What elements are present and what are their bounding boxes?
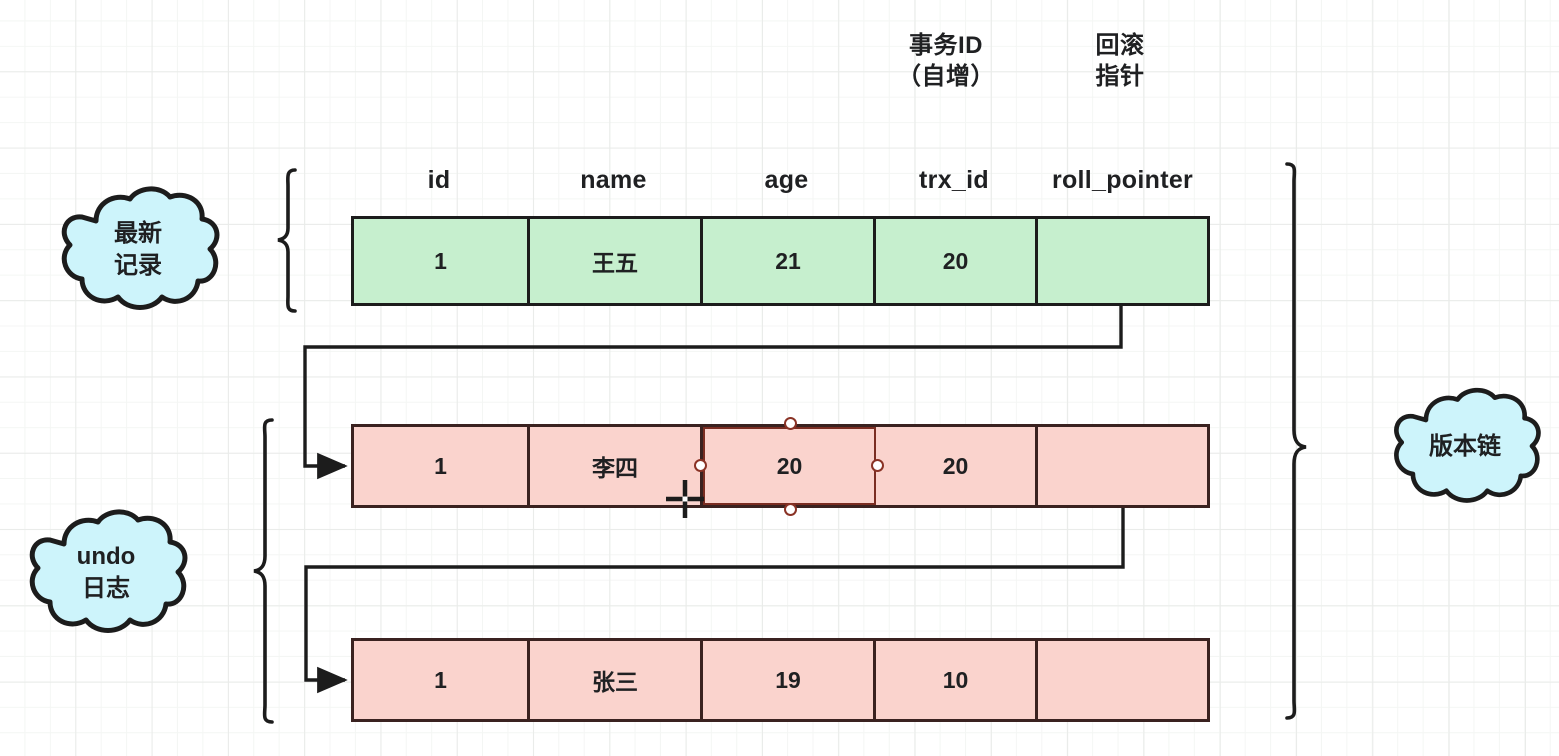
header-trx-id: trx_id <box>919 166 989 194</box>
header-age: age <box>764 166 809 194</box>
crosshair-cursor <box>666 480 704 518</box>
record-row-undo-1[interactable]: 1 李四 20 20 <box>351 424 1210 508</box>
cloud-label: 版本链 <box>1429 433 1501 460</box>
brace-version-chain <box>1285 162 1307 720</box>
cell-age[interactable]: 19 <box>703 641 876 719</box>
cell-id[interactable]: 1 <box>354 641 530 719</box>
cloud-undo-log[interactable]: undo 日志 <box>20 508 192 638</box>
cell-roll-pointer[interactable] <box>1038 641 1207 719</box>
cell-id[interactable]: 1 <box>354 427 530 505</box>
cloud-latest-record[interactable]: 最新 记录 <box>52 185 224 315</box>
selection-handle-top[interactable] <box>784 417 797 430</box>
cloud-shape-icon <box>1394 387 1541 503</box>
cloud-version-chain[interactable]: 版本链 <box>1385 385 1545 509</box>
table-header-row: id name age trx_id roll_pointer <box>351 166 1210 195</box>
cell-name[interactable]: 王五 <box>530 219 703 303</box>
cell-trx-id[interactable]: 20 <box>876 427 1038 505</box>
cloud-label: undo 日志 <box>76 543 136 602</box>
cloud-shape-icon <box>61 186 220 310</box>
header-roll-pointer: roll_pointer <box>1051 166 1194 194</box>
selection-handle-bottom[interactable] <box>784 503 797 516</box>
selection-handle-left[interactable] <box>694 459 707 472</box>
cell-roll-pointer[interactable] <box>1038 427 1207 505</box>
cell-age[interactable]: 21 <box>703 219 876 303</box>
cell-trx-id[interactable]: 10 <box>876 641 1038 719</box>
cell-age[interactable]: 20 <box>703 427 876 505</box>
cell-name[interactable]: 张三 <box>530 641 703 719</box>
annotation-roll-pointer: 回滚 指针 <box>1095 32 1145 90</box>
brace-undo-log <box>253 418 274 724</box>
brace-latest-record <box>277 168 297 313</box>
cell-trx-id[interactable]: 20 <box>876 219 1038 303</box>
cell-id[interactable]: 1 <box>354 219 530 303</box>
cell-roll-pointer[interactable] <box>1038 219 1207 303</box>
header-name: name <box>580 166 647 194</box>
record-row-latest[interactable]: 1 王五 21 20 <box>351 216 1210 306</box>
header-id: id <box>427 166 451 194</box>
selection-handle-right[interactable] <box>871 459 884 472</box>
record-row-undo-2[interactable]: 1 张三 19 10 <box>351 638 1210 722</box>
annotation-trx-id: 事务ID （自增） <box>897 32 995 90</box>
cloud-label: 最新 记录 <box>114 220 162 279</box>
cloud-shape-icon <box>29 509 188 633</box>
